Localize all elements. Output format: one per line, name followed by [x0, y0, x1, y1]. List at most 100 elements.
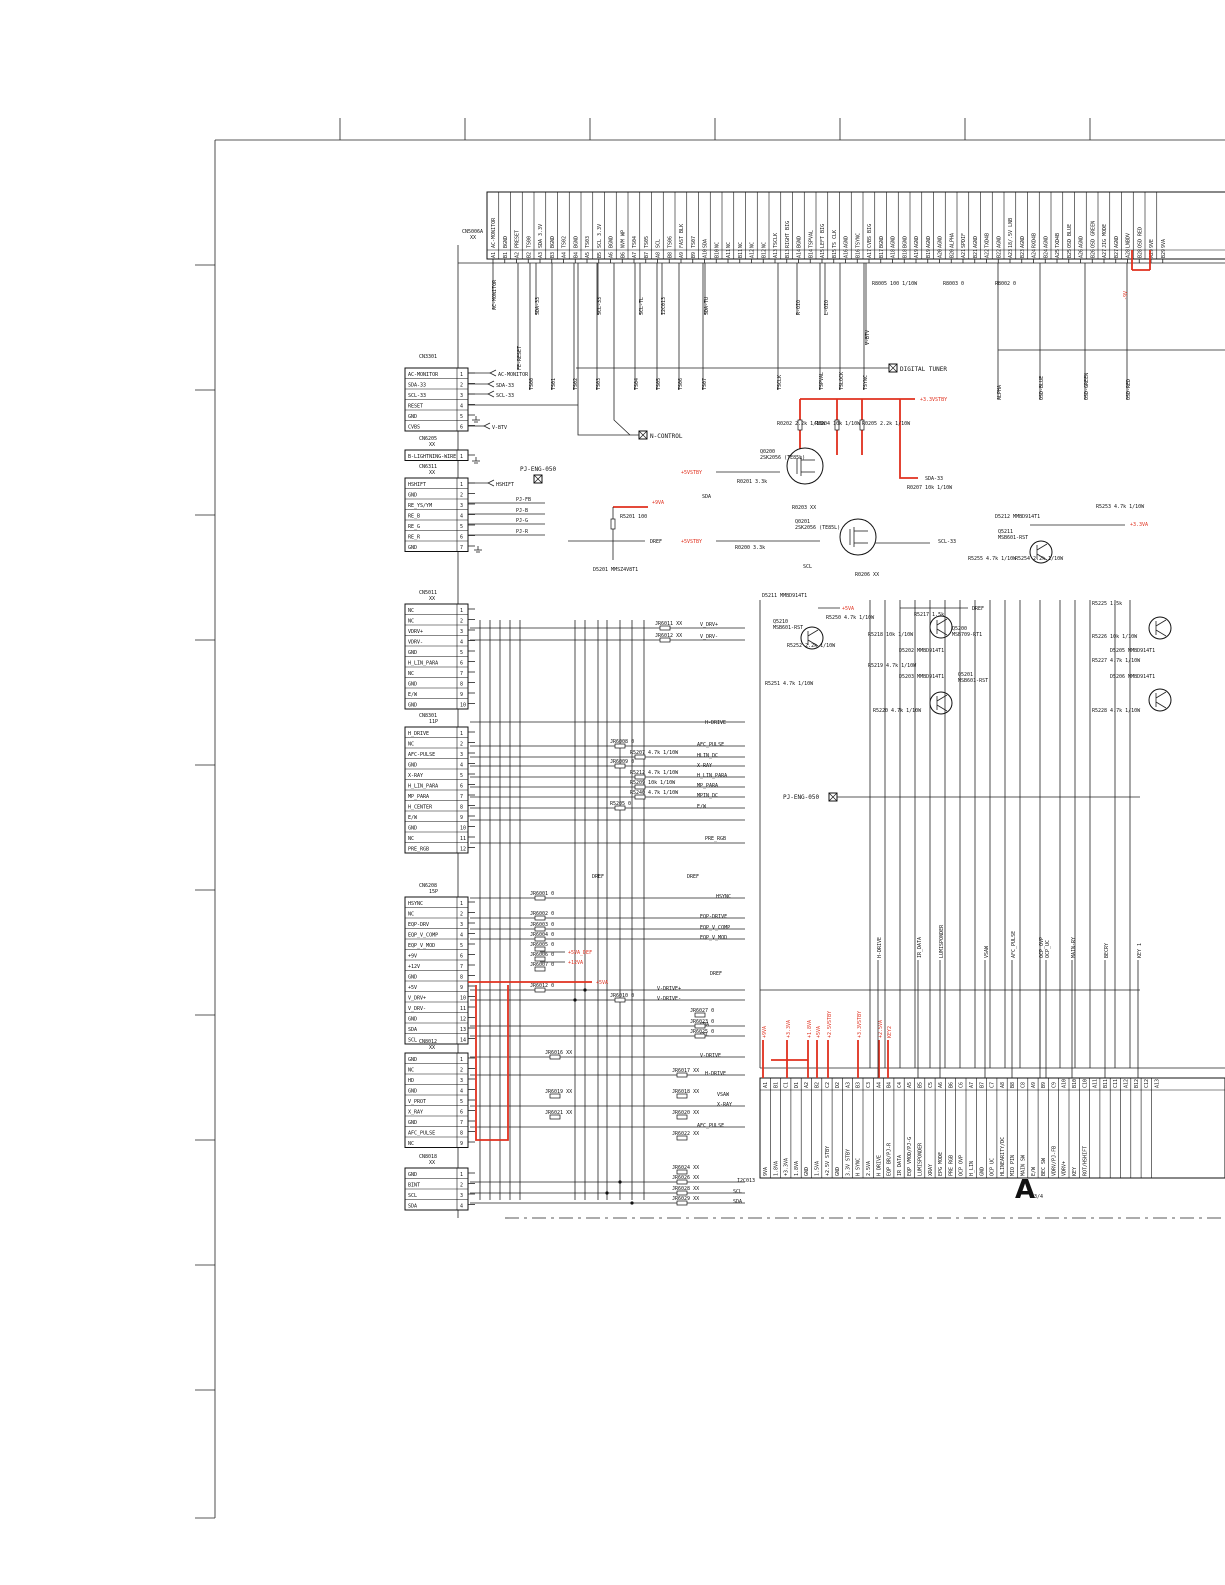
resistor-label: R8005 100 1/10W [872, 281, 918, 287]
connector-pin-name: EQP_V_COMP [408, 933, 438, 939]
connector-pin-name: V_DRV- [408, 1006, 426, 1012]
connector-pin-name: NC [408, 608, 414, 614]
connector-pin-name: H_LIN_PARA [408, 661, 438, 667]
transistor-symbol [929, 615, 953, 639]
top-connector-pin-name: RXD4B [1032, 233, 1038, 248]
resistor-symbol [634, 754, 646, 760]
bottom-net-label: KEY 1 [1137, 943, 1143, 958]
top-connector-pin-num: B8 [667, 252, 673, 258]
bottom-connector-pin-num: B9 [1041, 1082, 1047, 1088]
junction-dot [630, 1201, 634, 1205]
resistor-symbol [549, 1093, 561, 1099]
resistor-label: R5219 4.7k 1/10W [868, 663, 917, 669]
resistor-label: R0204 10k 1/10W [815, 421, 861, 427]
top-connector-pin-name: AGND [844, 236, 850, 248]
connector-pin-name: SCL [408, 1038, 417, 1044]
top-connector-pin-name: NC [726, 242, 732, 248]
connector-pin-name: +9V [408, 954, 417, 960]
top-connector-pin-num: A14 [797, 249, 803, 258]
top-signal-label: TSCLK [777, 375, 783, 390]
top-connector-pin-num: B10 [714, 249, 720, 258]
bottom-net-label: MAIN-RY [1071, 937, 1077, 958]
connector-pin-number: 14 [460, 1038, 466, 1044]
transistor-symbol [800, 626, 824, 650]
resistor-symbol [676, 1135, 688, 1141]
resistor-label: R5218 10k 1/10W [868, 632, 914, 638]
scl-label: SCL [803, 564, 812, 570]
top-connector-pin-num: A26 [1079, 249, 1085, 258]
bottom-connector-pin-name: +3.3VA [784, 1158, 790, 1176]
top-connector-pin-name: TS03 [585, 236, 591, 248]
connector-pin-number: 6 [460, 954, 463, 960]
net-label: PJ-FB [516, 497, 531, 503]
connector-pin-number: 3 [460, 503, 463, 509]
bottom-connector-pin-num: A11 [1093, 1079, 1099, 1088]
connector-pin-number: 2 [460, 493, 463, 499]
connector-pin-number: 2 [460, 912, 463, 918]
connector-pin-number: 3 [460, 1078, 463, 1084]
connector-pin-number: 13 [460, 1027, 466, 1033]
connector-pin-name: +12V [408, 964, 420, 970]
transistor-ref: Q0200 [760, 449, 775, 455]
top-signal-label: OSD-BLUE [1039, 376, 1045, 400]
bus-net-label: MP_PARA [697, 783, 718, 789]
bottom-connector-pin-num: B4 [887, 1082, 893, 1088]
connector-pin-number: 2 [460, 742, 463, 748]
bus-net-label: EQP_V_MOD [700, 935, 727, 941]
bus-net-label: H-DRIVE [705, 720, 726, 726]
resistor-label: R5254 2.2k 1/10W [1015, 556, 1064, 562]
jumper-label: JR6024 XX [672, 1165, 699, 1171]
connector-pin-name: H_DRIVE [408, 731, 429, 737]
bottom-connector-pin-num: A8 [1000, 1082, 1006, 1088]
connector-pin-number: 1 [460, 1172, 463, 1178]
connector-pin-number: 6 [460, 661, 463, 667]
bottom-connector-pin-num: C5 [928, 1082, 934, 1088]
bus-net-label: X-RAY [697, 763, 712, 769]
resistor-symbol [614, 763, 626, 769]
top-connector-pin-num: A17 [867, 249, 873, 258]
top-connector-pin-num: B2 [526, 252, 532, 258]
power-net-label: +2.5VA [878, 1020, 884, 1038]
resistor-symbol [694, 1023, 706, 1029]
connector-pin-number: 12 [460, 847, 466, 853]
bus-net-label: MPIN_DC [697, 793, 718, 799]
plus-5va-label: +5VA [596, 980, 608, 986]
connector-sub: XX [429, 442, 435, 448]
net-label: PJ-R [516, 529, 529, 535]
connector-ref: CN3301 [419, 354, 437, 360]
connector-pin-number: 6 [460, 535, 463, 541]
connector-pin-number: 2 [460, 383, 463, 389]
diode-label: D5203 MMBD914T1 [899, 674, 944, 680]
top-connector-pin-num: B19 [926, 249, 932, 258]
jumper-label: JR6027 0 [690, 1008, 714, 1014]
resistor-symbol [694, 1012, 706, 1018]
top-signal-label: FE-RESET [517, 346, 523, 370]
v33stby-right [899, 399, 918, 479]
top-connector-pin-num: B26 [1090, 249, 1096, 258]
resistor-symbol [634, 774, 646, 780]
connector-pin-name: VDRV- [408, 640, 423, 646]
top-connector-pin-num: B23 [1020, 249, 1026, 258]
top-connector-pin-num: A9 [679, 252, 685, 258]
bus-net-label: EQP-DRIVE [700, 914, 727, 920]
resistor-symbol [859, 419, 865, 431]
connector-pin-name: GND [408, 1089, 417, 1095]
bottom-connector-pin-num: A6 [938, 1082, 944, 1088]
connector-pin-name: GND [408, 682, 417, 688]
connector-pin-number: 11 [460, 836, 466, 842]
top-connector-pin-name: 18/.5V LNB [1008, 218, 1014, 248]
connector-pin-number: 7 [460, 964, 463, 970]
connector-pin-number: 10 [460, 826, 466, 832]
connector-pin-name: GND [408, 703, 417, 709]
bottom-net-label: VSAW [984, 945, 990, 958]
diode-label: D5206 MMBD914T1 [1110, 674, 1155, 680]
top-connector-pin-name: 9VE [1149, 239, 1155, 248]
top-signal-label: TS02 [573, 378, 579, 390]
connector-pin-number: 1 [460, 731, 463, 737]
top-connector-pin-name: BGND [902, 236, 908, 248]
bottom-connector-pin-name: PRE RGB [948, 1155, 954, 1176]
transistor-part: MSB709-RT1 [952, 632, 982, 638]
bus-net-label: AFC_PULSE [697, 742, 724, 748]
plus-12va-label: +12VA [568, 960, 583, 966]
top-connector-pin-name: SPDIF [961, 233, 967, 248]
